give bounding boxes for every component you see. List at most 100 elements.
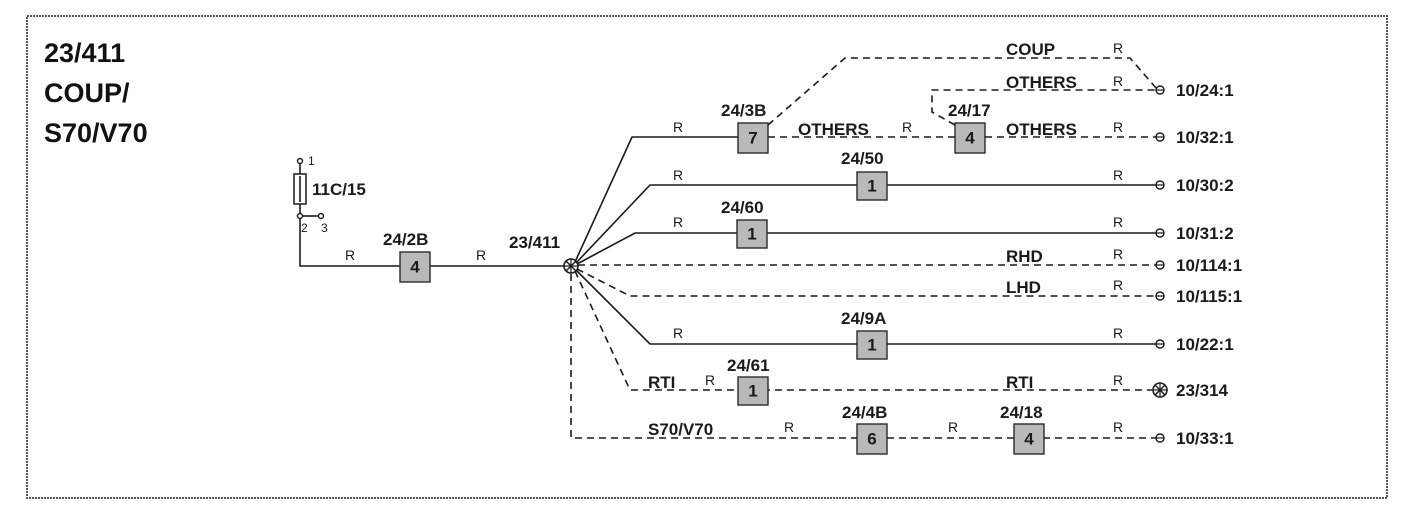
- others-top-variant-label: OTHERS: [1006, 73, 1077, 92]
- branch-8-wire: [570, 274, 1156, 439]
- connector-24-9a-pin: 1: [867, 336, 876, 355]
- fuse-pin-3-terminal: [317, 212, 325, 220]
- branch-rhd: RHD R 10/114:1: [578, 246, 1242, 275]
- branch-5-wire: [576, 268, 1156, 297]
- terminal-10-30-2-label: 10/30:2: [1176, 176, 1234, 195]
- branch-4-end-code: R: [1113, 246, 1123, 262]
- splice-23-314-label: 23/314: [1176, 381, 1229, 400]
- branch-8-wire-code: R: [784, 419, 794, 435]
- connector-24-61-box: 1: [737, 376, 769, 406]
- connector-24-9a-box: 1: [856, 330, 888, 360]
- connector-24-18-pin: 4: [1024, 430, 1034, 449]
- fuse-pin-2-terminal: [296, 212, 304, 220]
- branch-1-end-code: R: [1113, 119, 1123, 135]
- branch-4-variant-rhd: RHD: [1006, 247, 1043, 266]
- branch-7-variant-rti-2: RTI: [1006, 373, 1033, 392]
- connector-24-17-label: 24/17: [948, 101, 991, 120]
- branch-7-wire-code: R: [705, 372, 715, 388]
- branch-8-variant-s70-v70: S70/V70: [648, 420, 713, 439]
- branch-24-61: RTI R 24/61 1 RTI R 23/314: [574, 270, 1229, 406]
- diagram-frame: [26, 15, 1388, 499]
- connector-24-3b-label: 24/3B: [721, 101, 766, 120]
- branch-3-wire-code: R: [673, 214, 683, 230]
- fuse-11c-15: 1 11C/15 2 3: [293, 154, 366, 235]
- connector-24-50-box: 1: [856, 171, 888, 201]
- branch-3-end-code: R: [1113, 214, 1123, 230]
- branch-2-wire-code: R: [673, 167, 683, 183]
- connector-24-4b-pin: 6: [867, 430, 876, 449]
- coup-wire: [767, 57, 1157, 126]
- others-top-code: R: [1113, 73, 1123, 89]
- connector-24-2b-box: 4: [399, 251, 431, 283]
- connector-24-60-box: 1: [736, 219, 768, 249]
- splice-23-314-icon: [1152, 382, 1168, 398]
- coup-variant-label: COUP: [1006, 40, 1055, 59]
- input-wire-code-1: R: [345, 247, 355, 263]
- splice-23-411-label: 23/411: [509, 233, 560, 252]
- branch-8-mid-code: R: [948, 419, 958, 435]
- branch-24-3b: R 24/3B 7 OTHERS R 24/17 4 OTHERS R 10/3…: [574, 40, 1234, 263]
- branch-1-after-variant-code: R: [902, 119, 912, 135]
- branch-5-end-code: R: [1113, 277, 1123, 293]
- connector-24-61-label: 24/61: [727, 356, 770, 375]
- connector-24-2b-label: 24/2B: [383, 230, 428, 249]
- branch-7-variant-rti: RTI: [648, 373, 675, 392]
- connector-24-61-pin: 1: [748, 382, 757, 401]
- connector-24-2b-pin: 4: [410, 258, 420, 277]
- terminal-10-24-1-label: 10/24:1: [1176, 81, 1234, 100]
- branch-3-wire: [576, 232, 1156, 265]
- fuse-pin-2-label: 2: [301, 221, 308, 235]
- branch-2-wire: [575, 184, 1156, 264]
- title-block: 23/411 COUP/ S70/V70: [44, 38, 148, 148]
- title-line-1: 23/411: [44, 38, 125, 68]
- branch-24-9a: R 24/9A 1 R 10/22:1: [575, 269, 1234, 360]
- branch-6-wire: [575, 269, 1156, 345]
- branch-7-end-code: R: [1113, 372, 1123, 388]
- coup-code: R: [1113, 40, 1123, 56]
- branch-lhd: LHD R 10/115:1: [576, 268, 1242, 306]
- connector-24-18-box: 4: [1013, 423, 1045, 455]
- connector-24-3b-box: 7: [737, 122, 769, 154]
- fuse-pin-1-label: 1: [308, 154, 315, 168]
- input-wire: R R 24/2B 4: [299, 219, 564, 283]
- others-top-wire: [931, 89, 1156, 126]
- terminal-10-115-1-label: 10/115:1: [1176, 287, 1242, 306]
- branch-1-wire-code: R: [673, 119, 683, 135]
- fuse-label: 11C/15: [312, 180, 366, 199]
- branch-5-variant-lhd: LHD: [1006, 278, 1041, 297]
- title-line-3: S70/V70: [44, 118, 148, 148]
- branch-6-end-code: R: [1113, 325, 1123, 341]
- connector-24-17-box: 4: [954, 122, 986, 154]
- branch-1-solid-wire: [574, 136, 738, 263]
- connector-24-60-pin: 1: [747, 225, 756, 244]
- connector-24-60-label: 24/60: [721, 198, 764, 217]
- branch-24-4b: S70/V70 R 24/4B 6 R 24/18 4 R 10/33:1: [570, 274, 1234, 455]
- terminal-10-31-2-label: 10/31:2: [1176, 224, 1234, 243]
- branch-24-60: R 24/60 1 R 10/31:2: [576, 198, 1234, 265]
- input-wire-code-2: R: [476, 247, 486, 263]
- branch-8-end-code: R: [1113, 419, 1123, 435]
- fuse-pin-3-label: 3: [321, 221, 328, 235]
- branch-1-variant-others: OTHERS: [798, 120, 869, 139]
- branch-1-variant-others-2: OTHERS: [1006, 120, 1077, 139]
- input-wire-line: [299, 219, 564, 267]
- connector-24-18-label: 24/18: [1000, 403, 1043, 422]
- branch-6-wire-code: R: [673, 325, 683, 341]
- terminal-10-114-1-label: 10/114:1: [1176, 256, 1242, 275]
- fuse-pin-1-terminal: [296, 157, 304, 165]
- connector-24-17-pin: 4: [965, 129, 975, 148]
- connector-24-9a-label: 24/9A: [841, 309, 886, 328]
- branch-2-end-code: R: [1113, 167, 1123, 183]
- connector-24-50-label: 24/50: [841, 149, 884, 168]
- branch-24-50: R 24/50 1 R 10/30:2: [575, 149, 1234, 264]
- connector-24-4b-label: 24/4B: [842, 403, 887, 422]
- connector-24-4b-box: 6: [856, 423, 888, 455]
- connector-24-50-pin: 1: [867, 177, 876, 196]
- terminal-10-32-1-label: 10/32:1: [1176, 128, 1234, 147]
- terminal-10-33-1-label: 10/33:1: [1176, 429, 1234, 448]
- title-line-2: COUP/: [44, 78, 130, 108]
- connector-24-3b-pin: 7: [748, 129, 757, 148]
- splice-23-411: 23/411: [509, 233, 579, 274]
- terminal-10-22-1-label: 10/22:1: [1176, 335, 1234, 354]
